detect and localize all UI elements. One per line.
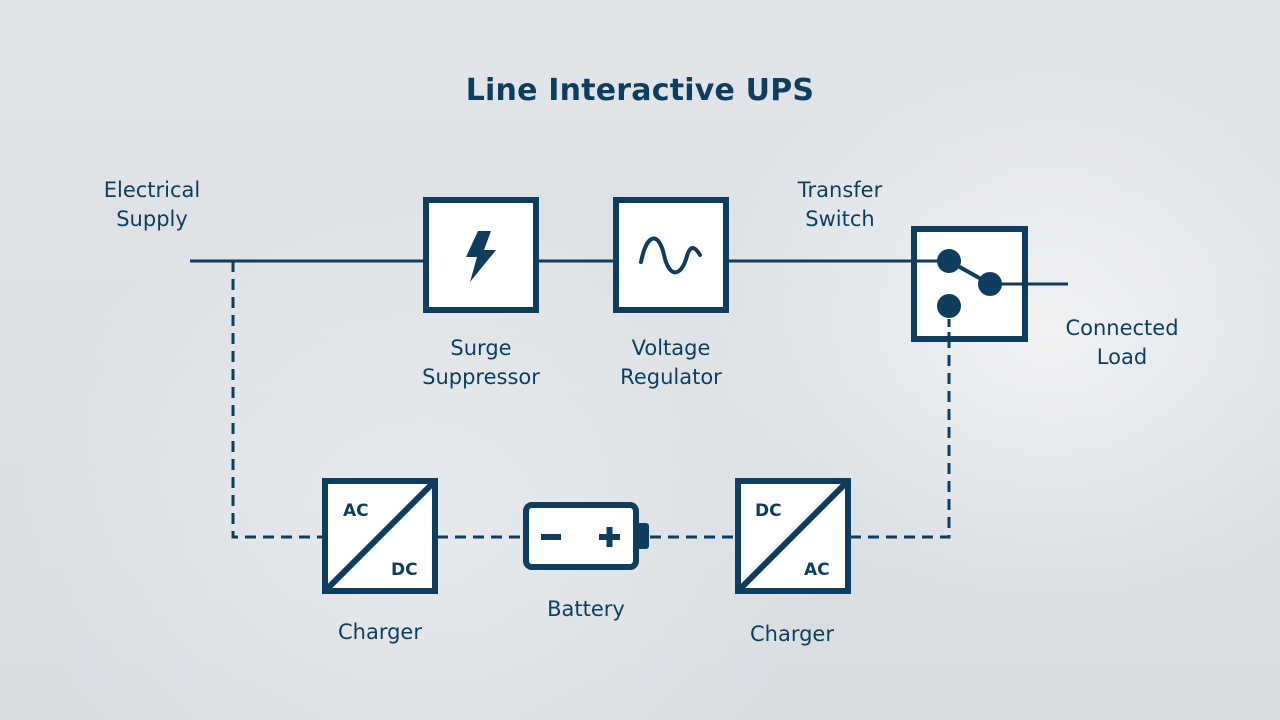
charger-right-box: DC AC (735, 478, 851, 594)
label-connected-load: Connected Load (1047, 314, 1197, 372)
label-charger-right: Charger (750, 622, 834, 646)
voltage-regulator-box (613, 197, 729, 313)
charger-right-bottom-text: AC (804, 560, 830, 580)
label-battery: Battery (547, 597, 625, 621)
label-line: Connected (1065, 316, 1179, 340)
label-charger-left: Charger (338, 620, 422, 644)
label-line: Switch (805, 207, 875, 231)
label-line: Voltage (631, 336, 711, 360)
label-electrical-supply: Electrical Supply (82, 176, 222, 234)
label-voltage-regulator: Voltage Regulator (601, 334, 741, 392)
charger-left-bottom-text: DC (391, 560, 418, 580)
label-line: Load (1096, 345, 1148, 369)
dashed-inverter-switch (850, 340, 951, 539)
label-transfer-switch: Transfer Switch (770, 176, 910, 234)
lightning-bolt-icon (466, 231, 496, 282)
battery-icon (523, 502, 649, 570)
charger-left-top-text: AC (343, 501, 369, 521)
label-line: Suppressor (422, 365, 540, 389)
label-line: Electrical (103, 178, 201, 202)
sine-wave-icon (639, 236, 702, 275)
label-surge-suppressor: Surge Suppressor (411, 334, 551, 392)
label-line: Supply (116, 207, 188, 231)
transfer-switch-icon (914, 249, 1025, 339)
label-line: Surge (450, 336, 512, 360)
surge-suppressor-box (423, 197, 539, 313)
label-line: Transfer (797, 178, 883, 202)
battery-path-dashed (231, 261, 322, 539)
diagram-title: Line Interactive UPS (465, 73, 815, 108)
transfer-switch-box (911, 226, 1028, 342)
charger-right-top-text: DC (755, 501, 782, 521)
label-line: Regulator (620, 365, 722, 389)
charger-left-box: AC DC (322, 478, 438, 594)
